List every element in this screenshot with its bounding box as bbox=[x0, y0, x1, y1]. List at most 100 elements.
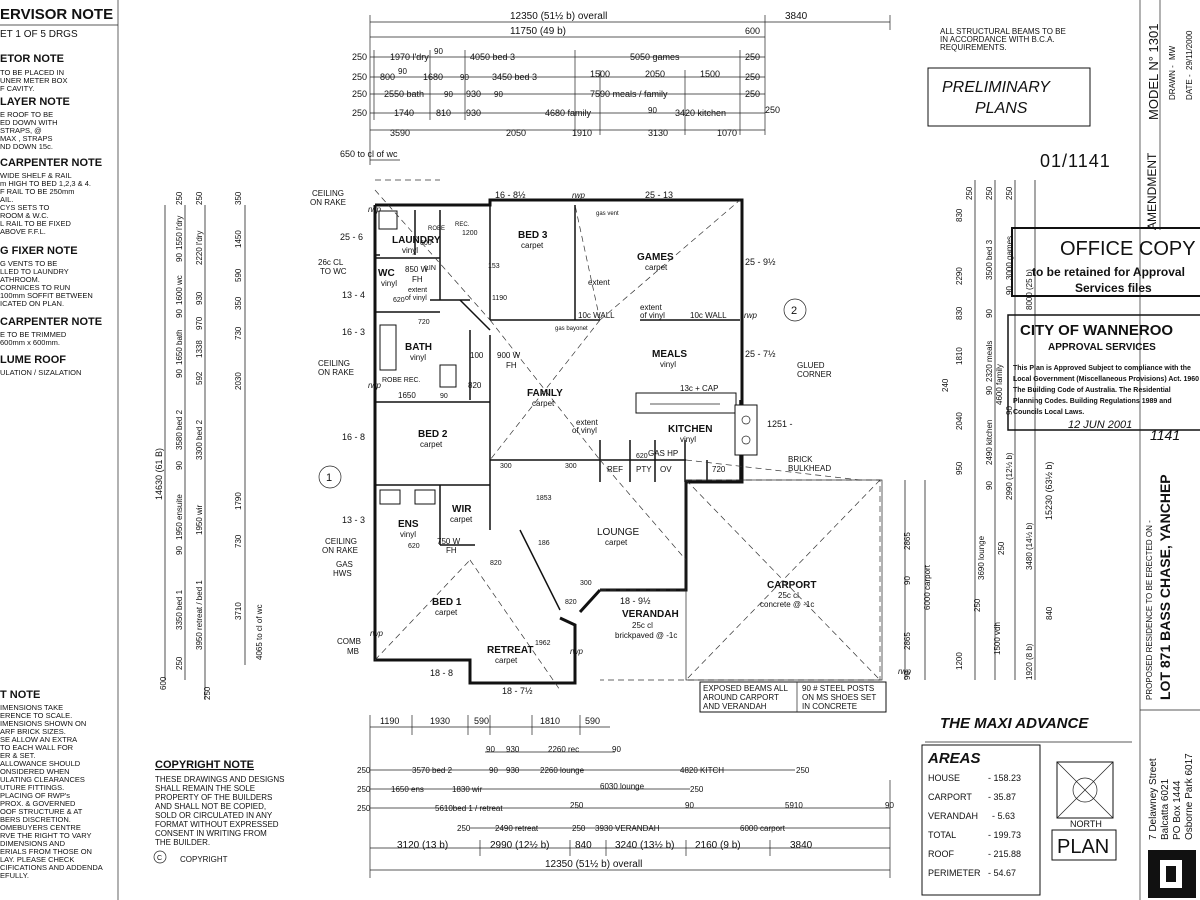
svg-text:GAS HP: GAS HP bbox=[648, 449, 678, 458]
svg-text:1950 wir: 1950 wir bbox=[195, 504, 204, 535]
svg-text:4600 family: 4600 family bbox=[995, 364, 1004, 405]
svg-text:ATHROOM.: ATHROOM. bbox=[0, 275, 40, 284]
svg-text:620: 620 bbox=[408, 543, 420, 550]
svg-text:592: 592 bbox=[195, 371, 204, 385]
svg-text:CEILING: CEILING bbox=[318, 359, 350, 368]
copyright-note: COPYRIGHT NOTE THESE DRAWINGS AND DESIGN… bbox=[153, 759, 285, 864]
svg-text:CEILING: CEILING bbox=[325, 537, 357, 546]
room-games: GAMES bbox=[637, 252, 674, 263]
svg-text:25 - 6: 25 - 6 bbox=[340, 232, 363, 242]
svg-text:ERENCE TO SCALE.: ERENCE TO SCALE. bbox=[0, 711, 72, 720]
svg-text:ROBE: ROBE bbox=[428, 226, 445, 232]
svg-text:ALL STRUCTURAL BEAMS TO BE: ALL STRUCTURAL BEAMS TO BE bbox=[940, 27, 1066, 36]
svg-text:250: 250 bbox=[352, 108, 367, 118]
svg-text:350: 350 bbox=[234, 296, 243, 310]
svg-text:SOLD OR CIRCULATED IN ANY: SOLD OR CIRCULATED IN ANY bbox=[155, 811, 273, 820]
lot-address: LOT 871 BASS CHASE, YANCHEP bbox=[1157, 474, 1173, 700]
room-retreat: RETREAT bbox=[487, 645, 533, 656]
svg-text:25c cl: 25c cl bbox=[778, 591, 799, 600]
svg-text:F RAIL TO BE 250mm: F RAIL TO BE 250mm bbox=[0, 187, 74, 196]
svg-text:AND SHALL NOT BE COPIED,: AND SHALL NOT BE COPIED, bbox=[155, 802, 266, 811]
svg-text:PLANS: PLANS bbox=[975, 100, 1028, 117]
svg-text:UTURE FITTINGS.: UTURE FITTINGS. bbox=[0, 783, 64, 792]
room-wir: WIR bbox=[452, 504, 472, 515]
svg-text:vinyl: vinyl bbox=[400, 530, 416, 539]
svg-text:rwp: rwp bbox=[572, 191, 585, 200]
svg-text:250: 250 bbox=[745, 72, 760, 82]
svg-text:- 158.23: - 158.23 bbox=[988, 773, 1021, 783]
svg-text:rwp: rwp bbox=[570, 647, 583, 656]
svg-text:3130: 3130 bbox=[648, 128, 668, 138]
svg-text:2320 meals: 2320 meals bbox=[985, 341, 994, 382]
svg-text:DRAWN -: DRAWN - bbox=[1168, 65, 1177, 100]
svg-text:4065 to cl of wc: 4065 to cl of wc bbox=[255, 604, 264, 660]
svg-text:extent: extent bbox=[408, 287, 427, 294]
svg-text:MW: MW bbox=[1168, 45, 1177, 60]
svg-text:3240 (13½ b): 3240 (13½ b) bbox=[615, 840, 675, 851]
svg-text:13 - 4: 13 - 4 bbox=[342, 290, 365, 300]
svg-text:G VENTS TO BE: G VENTS TO BE bbox=[0, 259, 57, 268]
svg-text:3120 (13 b): 3120 (13 b) bbox=[397, 840, 448, 851]
svg-text:GLUED: GLUED bbox=[797, 361, 825, 370]
svg-text:25 - 13: 25 - 13 bbox=[645, 190, 673, 200]
office-copy-stamp: OFFICE COPY bbox=[1060, 238, 1196, 260]
svg-text:2050: 2050 bbox=[645, 69, 665, 79]
svg-text:REC.: REC. bbox=[455, 222, 470, 228]
section-marker-1 bbox=[318, 465, 342, 489]
section-marker-2 bbox=[783, 298, 807, 322]
svg-text:ED DOWN WITH: ED DOWN WITH bbox=[0, 118, 58, 127]
svg-text:2290: 2290 bbox=[955, 267, 964, 285]
svg-text:3570 bed 2: 3570 bed 2 bbox=[412, 766, 453, 775]
model-number: MODEL N° 1301 bbox=[1146, 24, 1161, 120]
svg-text:153: 153 bbox=[488, 263, 500, 270]
svg-text:Balcatta 6021: Balcatta 6021 bbox=[1160, 778, 1171, 840]
svg-text:1970 l'dry: 1970 l'dry bbox=[390, 52, 429, 62]
svg-text:90: 90 bbox=[175, 546, 184, 555]
svg-text:EFULLY.: EFULLY. bbox=[0, 871, 29, 880]
svg-text:FORMAT WITHOUT EXPRESSED: FORMAT WITHOUT EXPRESSED bbox=[155, 820, 279, 829]
svg-text:850 W: 850 W bbox=[405, 265, 429, 274]
svg-text:186: 186 bbox=[538, 540, 550, 547]
svg-text:820: 820 bbox=[565, 599, 577, 606]
svg-text:90 # STEEL POSTS: 90 # STEEL POSTS bbox=[802, 684, 874, 693]
svg-text:ARF BRICK SIZES.: ARF BRICK SIZES. bbox=[0, 727, 66, 736]
svg-text:1338: 1338 bbox=[195, 340, 204, 358]
svg-text:90: 90 bbox=[685, 801, 694, 810]
svg-text:carpet: carpet bbox=[645, 263, 668, 272]
svg-text:PTY: PTY bbox=[636, 465, 652, 474]
svg-text:250: 250 bbox=[973, 598, 982, 612]
svg-text:250: 250 bbox=[195, 191, 204, 205]
svg-text:carpet: carpet bbox=[435, 608, 458, 617]
svg-text:2865: 2865 bbox=[903, 632, 912, 650]
svg-text:2490 kitchen: 2490 kitchen bbox=[985, 420, 994, 465]
svg-text:600: 600 bbox=[159, 676, 168, 690]
svg-text:F CAVITY.: F CAVITY. bbox=[0, 84, 34, 93]
top-dimensions: 12350 (51½ b) overall 3840 11750 (49 b) … bbox=[340, 11, 891, 165]
svg-text:730: 730 bbox=[234, 534, 243, 548]
svg-text:1930: 1930 bbox=[430, 716, 450, 726]
svg-text:C: C bbox=[157, 855, 162, 862]
svg-text:3350 bed 1: 3350 bed 1 bbox=[175, 589, 184, 630]
svg-text:1650 ens: 1650 ens bbox=[391, 785, 424, 794]
left-dimensions: 14630 (61 B) 250 1550 l'dry 90 1600 wc 9… bbox=[154, 191, 264, 700]
svg-text:930: 930 bbox=[506, 745, 520, 754]
svg-text:SHALL REMAIN THE SOLE: SHALL REMAIN THE SOLE bbox=[155, 784, 255, 793]
svg-text:250: 250 bbox=[965, 186, 974, 200]
svg-text:3450 bed 3: 3450 bed 3 bbox=[492, 72, 537, 82]
svg-text:concrete @ -1c: concrete @ -1c bbox=[760, 600, 814, 609]
svg-text:1600 wc: 1600 wc bbox=[175, 275, 184, 305]
svg-text:11750 (49 b): 11750 (49 b) bbox=[510, 26, 566, 37]
svg-text:TO EACH WALL FOR: TO EACH WALL FOR bbox=[0, 743, 74, 752]
svg-text:5050 games: 5050 games bbox=[630, 52, 680, 62]
svg-text:6000 carport: 6000 carport bbox=[740, 824, 786, 833]
svg-text:600mm x 600mm.: 600mm x 600mm. bbox=[0, 338, 60, 347]
svg-text:1790: 1790 bbox=[234, 492, 243, 510]
svg-text:2030: 2030 bbox=[234, 372, 243, 390]
svg-text:3930 VERANDAH: 3930 VERANDAH bbox=[595, 824, 660, 833]
svg-text:STRAPS, @: STRAPS, @ bbox=[0, 126, 42, 135]
svg-text:1810: 1810 bbox=[955, 347, 964, 365]
svg-text:90: 90 bbox=[903, 576, 912, 585]
svg-text:vinyl: vinyl bbox=[680, 435, 696, 444]
svg-text:90: 90 bbox=[175, 253, 184, 262]
svg-text:extent: extent bbox=[576, 418, 599, 427]
